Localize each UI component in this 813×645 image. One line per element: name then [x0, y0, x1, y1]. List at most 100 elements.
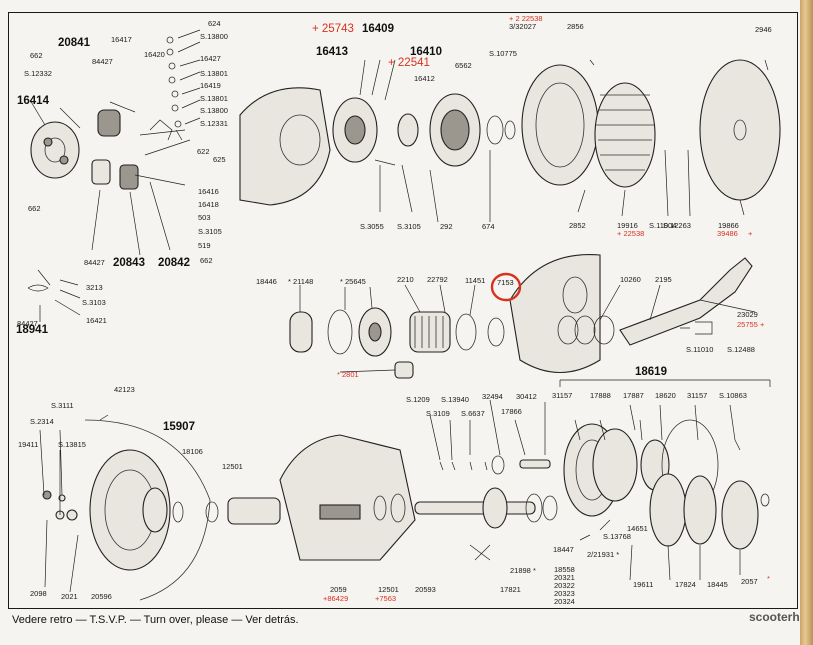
part-label: 16420 — [144, 50, 165, 59]
part-label: 19866 — [718, 221, 739, 230]
red-label-39486: 39486 — [717, 229, 738, 238]
part-label: 2946 — [755, 25, 772, 34]
part-label: 18446 — [256, 277, 277, 286]
red-label-25743: + 25743 — [312, 23, 354, 35]
part-label: S.3103 — [82, 298, 106, 307]
part-label: 2852 — [569, 221, 586, 230]
part-label: 30412 — [516, 392, 537, 401]
part-label: 21898 * — [510, 566, 536, 575]
part-label: S.12332 — [24, 69, 52, 78]
footer-note: Vedere retro — T.S.V.P. — Turn over, ple… — [12, 614, 299, 626]
page-edge — [800, 0, 813, 645]
part-label: 20596 — [91, 592, 112, 601]
part-label: 662 — [28, 204, 41, 213]
group-label-16413: 16413 — [316, 46, 348, 58]
part-label: S.13800 — [200, 32, 228, 41]
part-label: 7153 — [497, 278, 514, 287]
part-label: 16416 — [198, 187, 219, 196]
group-label-20842: 20842 — [158, 257, 190, 269]
part-label: 2/21931 * — [587, 550, 619, 559]
group-label-18619: 18619 — [635, 366, 667, 378]
part-label: 2057 — [741, 577, 758, 586]
part-label: S.13801 — [200, 69, 228, 78]
part-label: 2098 — [30, 589, 47, 598]
part-label: S.11010 — [686, 345, 713, 354]
part-label: 19916 — [617, 221, 638, 230]
part-label: 11451 — [465, 276, 485, 285]
hub-brake-illustration — [39, 414, 219, 601]
group-label-16410: 16410 — [410, 46, 442, 58]
part-label: S.12488 — [727, 345, 755, 354]
part-label: 42123 — [114, 385, 135, 394]
part-label: 2059 — [330, 585, 347, 594]
part-label: 503 — [198, 213, 211, 222]
highlight-circle — [490, 272, 522, 302]
site-watermark: scooterh — [749, 610, 800, 624]
part-label: 16427 — [200, 54, 221, 63]
part-label: 84427 — [84, 258, 105, 267]
part-label: 32494 — [482, 392, 503, 401]
part-label: 6562 — [455, 61, 472, 70]
group-label-16409: 16409 — [362, 23, 394, 35]
part-label: 16417 — [111, 35, 132, 44]
part-label: S.13801 — [200, 94, 228, 103]
part-label: 17824 — [675, 580, 696, 589]
red-label-7563: +7563 — [375, 594, 396, 603]
part-label: 2856 — [567, 22, 584, 31]
part-label: 19611 — [633, 580, 653, 589]
part-label: 3/32027 — [509, 22, 536, 31]
part-label: 624 — [208, 19, 221, 28]
part-label: S.12331 — [200, 119, 228, 128]
diagram-frame — [8, 12, 798, 609]
part-label: 23029 — [737, 310, 758, 319]
part-label: S.13800 — [200, 106, 228, 115]
part-label: 12501 — [378, 585, 399, 594]
part-label: 20321 — [554, 573, 575, 582]
part-label: S.13940 — [441, 395, 469, 404]
part-label: 2195 — [655, 275, 672, 284]
part-label: 20323 — [554, 589, 575, 598]
part-label: 622 — [197, 147, 210, 156]
part-label: 519 — [198, 241, 211, 250]
red-label-86429: +86429 — [323, 594, 348, 603]
part-label: S.1209 — [406, 395, 430, 404]
part-label: 625 — [213, 155, 226, 164]
part-label: 674 — [482, 222, 495, 231]
red-label-22538: + 22538 — [617, 229, 644, 238]
part-label: S.10863 — [719, 391, 747, 400]
part-label: S.10775 — [489, 49, 517, 58]
part-label: 14651 — [627, 524, 648, 533]
gear-cluster-illustration — [559, 379, 771, 581]
part-label: S.13768 — [603, 532, 631, 541]
part-label: 18620 — [655, 391, 676, 400]
part-label: 662 — [30, 51, 43, 60]
part-label: 2210 — [397, 275, 414, 284]
group-label-18941: 18941 — [16, 324, 49, 336]
part-label: 18447 — [553, 545, 574, 554]
group-label-16414: 16414 — [17, 95, 50, 107]
part-label: 31157 — [687, 391, 707, 400]
exploded-parts-drawing: 20841 16414 20843 20842 18941 16413 1641… — [16, 14, 781, 606]
red-label-2801: * 2801 — [337, 370, 359, 379]
part-label: S.3111 — [51, 401, 74, 410]
part-label: 17887 — [623, 391, 644, 400]
part-label: 18445 — [707, 580, 728, 589]
part-number-labels: 624 S.13800 16427 S.13801 16419 S.13801 … — [17, 19, 772, 606]
red-label-22541: + 22541 — [388, 57, 430, 69]
part-label: 16419 — [200, 81, 221, 90]
part-label: 22792 — [427, 275, 448, 284]
part-label: 292 — [440, 222, 453, 231]
part-label: 20322 — [554, 581, 575, 590]
part-label: S.3055 — [360, 222, 384, 231]
part-label: 2021 — [61, 592, 78, 601]
clutch-kickstart-illustration — [289, 253, 756, 379]
part-label: 17821 — [500, 585, 521, 594]
part-label: 18106 — [182, 447, 203, 456]
part-label: 31157 — [552, 391, 572, 400]
part-label: 662 — [200, 256, 213, 265]
red-label-plus: + — [748, 229, 753, 238]
part-label: S.3105 — [198, 227, 222, 236]
part-label: S.2314 — [30, 417, 54, 426]
part-label: 18558 — [554, 565, 575, 574]
